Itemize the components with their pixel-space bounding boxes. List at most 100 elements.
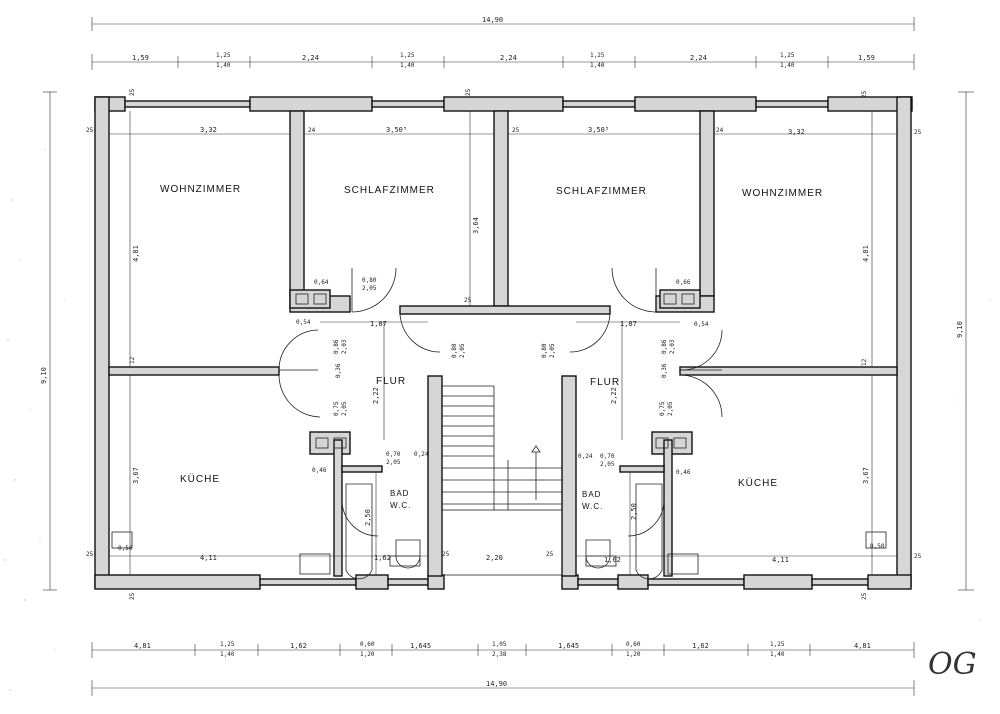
dim-top-8b: 1,40 [780,62,795,69]
dim-top-3: 2,24 [302,54,319,62]
dim-wall-25-f: 25 [546,551,554,558]
bottom-overall-dimension: 14,90 [91,680,915,696]
room-flur-right: FLUR [590,377,620,388]
dim-kueche-left-width: 4,11 [200,554,217,562]
dim-door-205-f: 2,05 [341,401,348,416]
dim-bottom-1: 4,81 [134,642,151,650]
dim-wall-24-b: 24 [716,127,724,134]
room-kueche-left: KÜCHE [180,473,220,485]
dim-door-205-b: 2,05 [386,459,401,466]
dim-bottom-4a: 0,60 [360,641,375,648]
dim-door-080-a: 0,80 [362,277,377,284]
dim-door-205-d: 2,05 [459,343,466,358]
room-flur-left: FLUR [376,376,406,387]
room-wc-right: W.C. [582,502,603,511]
dim-024-b: 0,24 [578,453,593,460]
dim-top-9: 1,59 [858,54,875,62]
dim-flur-right-height: 2,22 [610,387,618,404]
dim-wall-25-l: 25 [861,592,868,600]
dim-top-4a: 1,25 [400,52,415,59]
dim-door-070-a: 0,70 [386,451,401,458]
dim-flur-left-width: 1,87 [370,320,387,328]
dim-wall-12-b: 12 [861,358,868,366]
dim-054-a: 0,54 [296,319,311,326]
inner-dimension-lines [109,111,897,575]
dim-wall-12-a: 12 [129,356,136,364]
dim-046-a: 0,46 [312,467,327,474]
room-bad-left: BAD [390,489,409,498]
floor-label: OG [928,647,977,682]
inner-dimension-labels: 3,32 3,50⁵ 3,50⁵ 3,32 4,81 3,64 4,81 3,6… [86,88,922,600]
room-schlafzimmer-right: SCHLAFZIMMER [556,186,647,197]
dim-bottom-10b: 1,40 [770,651,785,658]
dim-bottom-2a: 1,25 [220,641,235,648]
dim-050-b: 0,50 [870,543,885,550]
dim-overall-height-right: 9,10 [956,321,964,338]
chimney-flues [295,293,695,449]
dim-wohnzimmer-left-height: 4,81 [132,245,140,262]
dim-schlafzimmer-height: 3,64 [472,217,480,234]
dim-wall-24-a: 24 [308,127,316,134]
dim-036-b: 0,36 [661,363,668,378]
dim-bottom-9: 1,62 [692,642,709,650]
dim-door-203-b: 2,03 [669,339,676,354]
dim-top-6a: 1,25 [590,52,605,59]
dim-flur-left-height: 2,22 [372,387,380,404]
dim-top-4b: 1,40 [400,62,415,69]
dim-bad-right-height: 2,50 [630,503,638,520]
dim-door-080-c: 0,80 [541,343,548,358]
dim-bad-left-height: 2,50 [364,509,372,526]
room-wohnzimmer-right: WOHNZIMMER [742,188,823,199]
left-overall-dimension: 9,10 [40,91,57,591]
sanitary-fixtures [111,483,887,580]
dim-overall-width-bottom: 14,90 [486,680,507,688]
right-overall-dimension: 9,10 [956,91,974,591]
dim-stair-width: 2,20 [486,554,503,562]
dim-top-2a: 1,25 [216,52,231,59]
dim-bad-right-width: 1,62 [604,556,621,564]
dim-wall-25-k: 25 [129,592,136,600]
dim-bottom-6a: 1,05 [492,641,507,648]
room-labels: WOHNZIMMER SCHLAFZIMMER SCHLAFZIMMER WOH… [160,184,823,511]
room-schlafzimmer-left: SCHLAFZIMMER [344,185,435,196]
bottom-segment-dimensions: 4,81 1,25 1,40 1,62 0,60 1,20 1,645 1,05… [91,641,915,658]
dim-kueche-left-height: 3,67 [132,467,140,484]
dim-door-205-g: 2,05 [667,401,674,416]
dim-bottom-7: 1,645 [558,642,579,650]
top-segment-dimensions: 1,59 1,25 1,40 2,24 1,25 1,40 2,24 1,25 … [91,52,915,70]
dim-top-2b: 1,40 [216,62,231,69]
dim-064: 0,64 [314,279,329,286]
dim-066: 0,66 [676,279,691,286]
dim-overall-width-top: 14,90 [482,16,503,24]
dim-top-7: 2,24 [690,54,707,62]
dim-flur-right-width: 1,87 [620,320,637,328]
dim-door-075-b: 0,75 [659,401,666,416]
dim-054-b: 0,54 [694,321,709,328]
dim-door-203-a: 2,03 [341,339,348,354]
dim-top-8a: 1,25 [780,52,795,59]
room-wohnzimmer-left: WOHNZIMMER [160,184,241,195]
exterior-walls [94,96,913,590]
dim-top-1: 1,59 [132,54,149,62]
staircase [441,385,563,576]
interior-walls [108,110,898,577]
room-wc-left: W.C. [390,501,411,510]
dim-wall-25-e: 25 [442,551,450,558]
dim-wall-25-i: 25 [465,88,472,96]
dim-bottom-4b: 1,20 [360,651,375,658]
dim-door-086-a: 0,86 [333,339,340,354]
dim-wall-25-h: 25 [129,88,136,96]
dim-bad-left-width: 1,62 [374,554,391,562]
dim-bottom-8b: 1,20 [626,651,641,658]
dim-wall-25-a: 25 [86,127,94,134]
room-bad-right: BAD [582,490,601,499]
dim-bottom-10a: 1,25 [770,641,785,648]
dim-024-a: 0,24 [414,451,429,458]
dim-schlafzimmer-right-width: 3,50⁵ [588,126,609,134]
dim-door-070-b: 0,70 [600,453,615,460]
dim-door-080-b: 0,80 [451,343,458,358]
dim-bottom-5: 1,645 [410,642,431,650]
dim-schlafzimmer-left-width: 3,50⁵ [386,126,407,134]
dim-046-b: 0,46 [676,469,691,476]
